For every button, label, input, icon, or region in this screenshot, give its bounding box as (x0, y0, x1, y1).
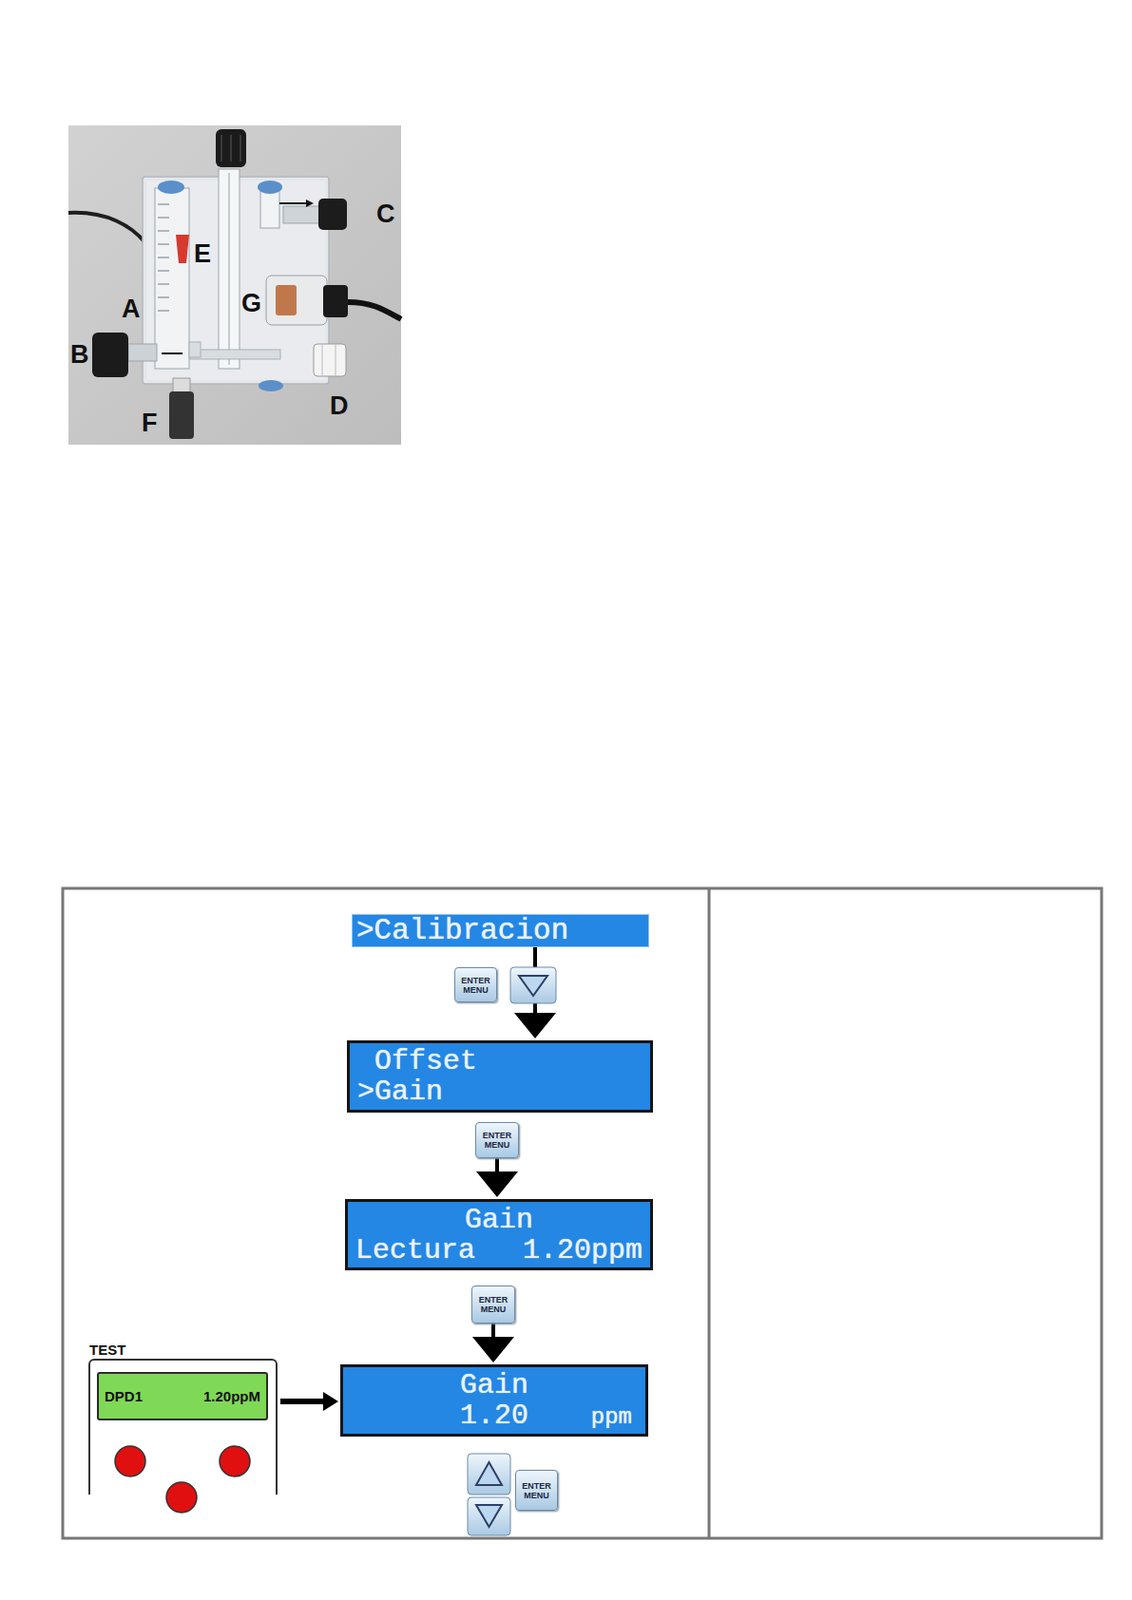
unit-label: ppm (591, 1402, 633, 1434)
lcd-screen: Gain1.20 ppm (340, 1364, 649, 1438)
lcd-screen: Offset>Gain (346, 1040, 653, 1113)
lcd-screen: >Calibracion (351, 914, 650, 948)
value-row: 1.20 ppm (350, 1400, 638, 1434)
screen-title: Gain (350, 1370, 638, 1401)
enter-menu-button: ENTER MENU (454, 967, 498, 1003)
screen-title: Gain (355, 1205, 643, 1236)
menu-line: Offset (357, 1046, 643, 1077)
callout-letter: A (121, 294, 141, 324)
display-text: >Calibracion (356, 915, 645, 947)
sensor-photo (68, 125, 402, 445)
flow-arrow (476, 1158, 519, 1198)
menu-line: >Gain (357, 1076, 643, 1108)
button-text: ENTER MENU (479, 1131, 516, 1151)
callout-letter: G (241, 288, 262, 318)
device-heading: TEST (89, 1342, 126, 1360)
up-button (467, 1454, 511, 1496)
callout-letter: D (329, 391, 349, 421)
device-button (115, 1446, 250, 1514)
device-display: DPD1 1.20ppM (96, 1372, 269, 1421)
down-button (510, 967, 557, 1004)
flow-arrow (280, 1392, 339, 1412)
enter-menu-button: ENTER MENU (475, 1122, 519, 1159)
enter-menu-button: ENTER MENU (471, 1285, 516, 1324)
callout-letter: F (141, 408, 158, 438)
lcd-screen: GainLectura 1.20ppm (345, 1199, 653, 1271)
screen-reading: Lectura 1.20ppm (355, 1235, 643, 1267)
button-text: ENTER MENU (475, 1295, 512, 1315)
test-device: TEST DPD1 1.20ppM (88, 1342, 278, 1496)
callout-letter: C (376, 199, 396, 229)
screen-value: 1.20 (460, 1400, 529, 1432)
table-frame (62, 888, 1102, 1539)
down-button (467, 1497, 511, 1536)
button-text: ENTER MENU (458, 976, 494, 996)
display-text: DPD1 (104, 1388, 143, 1405)
button-text: ENTER MENU (518, 1481, 555, 1501)
callout-letter: B (70, 340, 90, 369)
flow-arrow (472, 1323, 515, 1363)
callout-letter: E (193, 239, 212, 269)
enter-menu-button: ENTER MENU (515, 1470, 558, 1512)
display-text: 1.20ppM (203, 1388, 261, 1405)
